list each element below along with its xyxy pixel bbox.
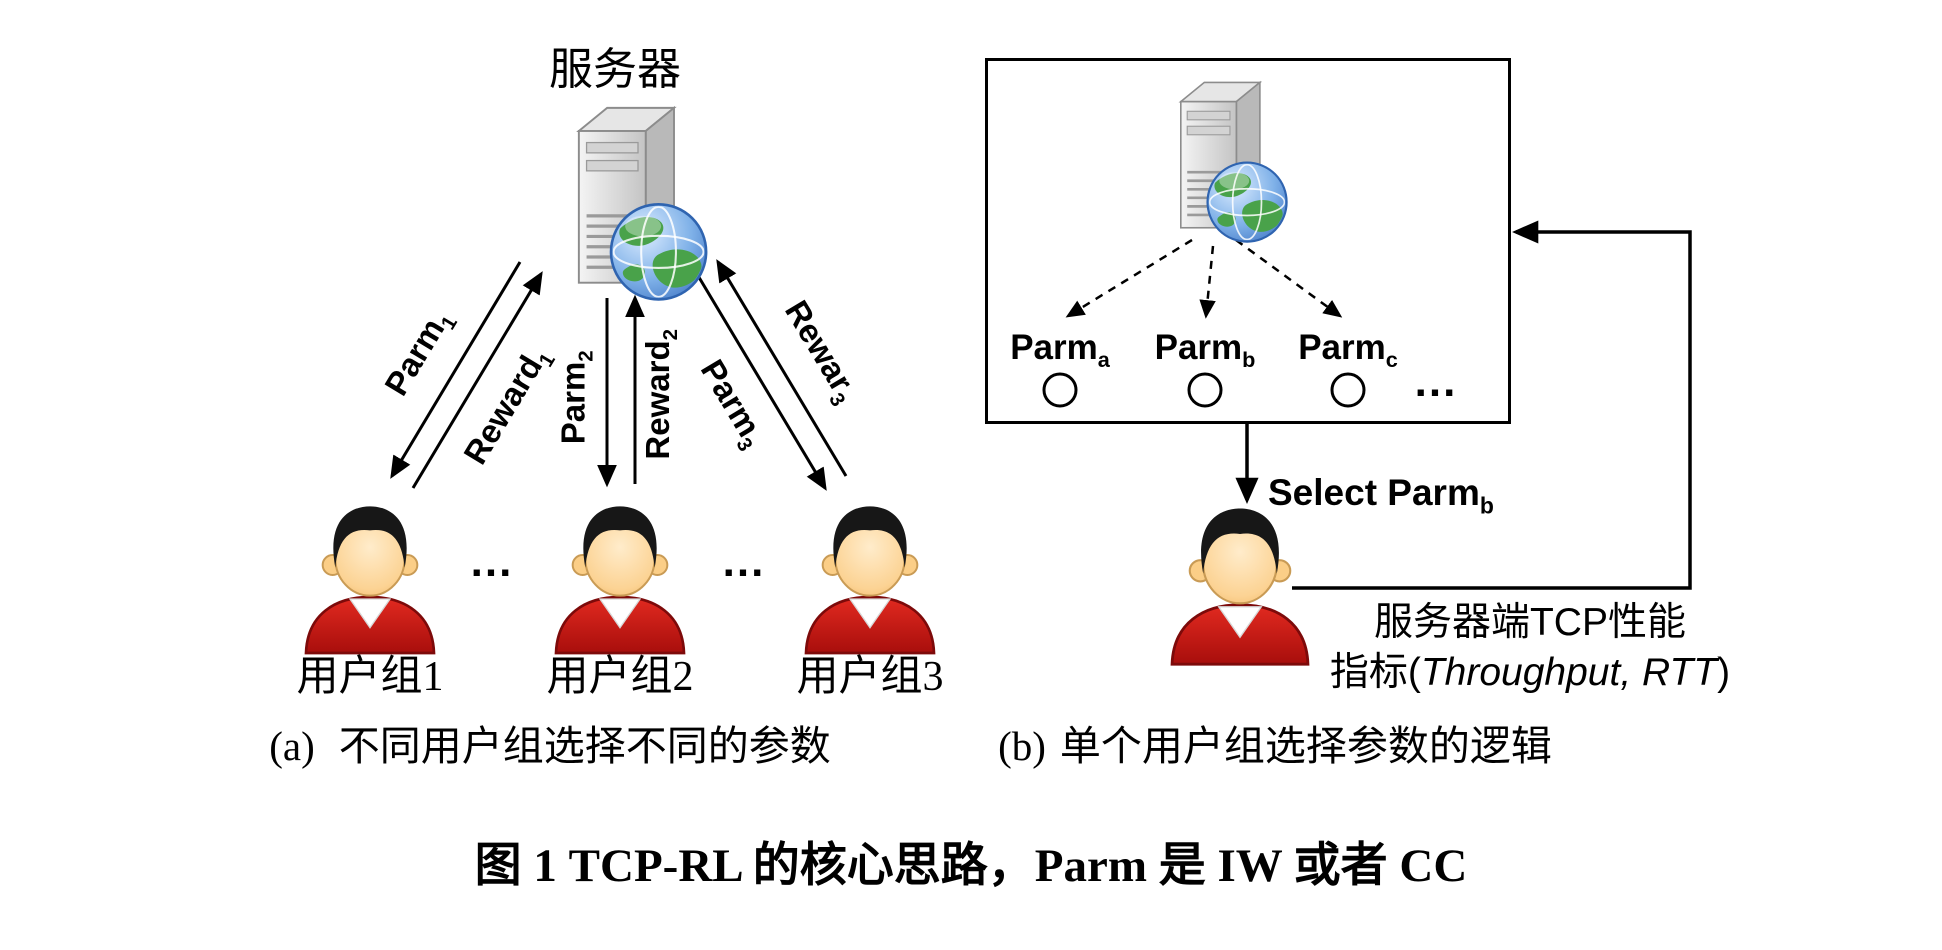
arrow-label-rewar3: Rewar3 <box>749 266 884 443</box>
label-text: Parm <box>554 361 592 445</box>
user-group1-icon <box>290 498 450 656</box>
arrow-label-parm2: Parm2 <box>554 322 607 472</box>
label-text: ) <box>1717 651 1731 694</box>
select-parm-label: Select Parmb <box>1268 472 1494 526</box>
caption-a-prefix: (a) <box>269 723 315 769</box>
label-text: Rewar <box>778 293 861 398</box>
label-text: Parm <box>693 353 769 443</box>
figure-title: 图 1 TCP-RL 的核心思路，Parm 是 IW 或者 CC <box>474 840 1468 892</box>
label-sub: b <box>1479 492 1494 519</box>
label-sub: b <box>1242 347 1256 372</box>
label-text: Parm <box>377 311 452 402</box>
server-label: 服务器 <box>549 45 681 94</box>
ellipsis-between-users-2: ... <box>722 537 766 586</box>
arrow-label-parm1: Parm1 <box>362 277 484 433</box>
caption-a-text: 不同用户组选择不同的参数 <box>338 723 831 769</box>
label-text: 指标( <box>1329 651 1421 694</box>
user-group2-icon <box>540 498 700 656</box>
feedback-label-line1: 服务器端TCP性能 <box>1373 601 1686 644</box>
ellipsis-params: ... <box>1414 357 1458 406</box>
param-label-c: Parmc <box>1273 329 1423 379</box>
feedback-metrics-italic: Throughput, RTT <box>1420 651 1718 694</box>
caption-panel-a: (a) 不同用户组选择不同的参数 <box>250 722 850 770</box>
user-group1-label: 用户组1 <box>296 654 444 700</box>
label-sub: a <box>1097 347 1110 372</box>
server-icon <box>530 100 710 306</box>
ellipsis-between-users-1: ... <box>470 537 514 586</box>
arrow-label-reward2: Reward2 <box>638 307 691 482</box>
param-label-b: Parmb <box>1130 329 1280 379</box>
label-text: Parm <box>1298 328 1386 367</box>
label-text: Parm <box>1154 328 1243 367</box>
label-text: Reward <box>456 349 550 471</box>
feedback-label-line2: 指标(Throughput, RTT) <box>1320 650 1740 696</box>
server-icon-b <box>1140 76 1290 247</box>
caption-b-text: 单个用户组选择参数的逻辑 <box>1059 723 1552 769</box>
label-sub: 2 <box>658 329 682 341</box>
param-label-a: Parma <box>985 329 1135 379</box>
label-sub: 2 <box>574 350 598 362</box>
user-group3-label: 用户组3 <box>796 654 944 700</box>
user-group3-icon <box>790 498 950 656</box>
caption-panel-b: (b) 单个用户组选择参数的逻辑 <box>960 722 1590 770</box>
label-text: Parm <box>1010 328 1098 367</box>
label-text: Select Parm <box>1268 472 1480 513</box>
user-group2-label: 用户组2 <box>546 654 694 700</box>
label-sub: c <box>1385 347 1398 372</box>
caption-b-prefix: (b) <box>998 723 1046 769</box>
